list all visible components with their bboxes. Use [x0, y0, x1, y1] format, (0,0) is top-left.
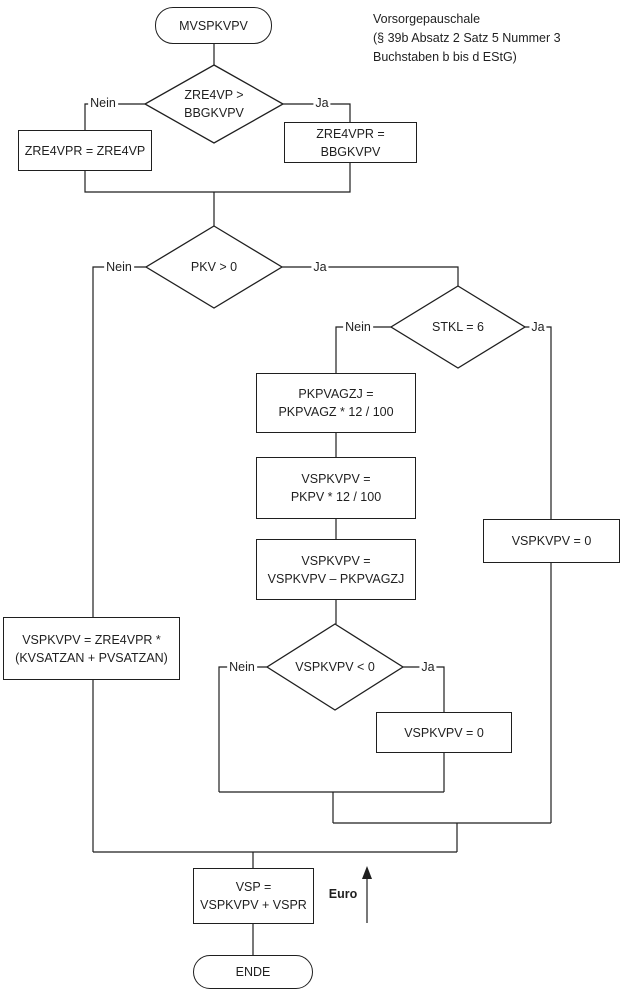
- decision-pkv-shape: [144, 225, 284, 309]
- process-left-calc-line1: VSPKVPV = ZRE4VPR *: [22, 632, 161, 647]
- branch-label-nein-d1: Nein: [88, 96, 118, 110]
- connector-merge-top: [84, 163, 351, 193]
- branch-label-ja-d2: Ja: [311, 260, 329, 274]
- process-vspkvpv-zero-stkl: VSPKVPV = 0: [483, 519, 620, 563]
- annotation-line-1: Vorsorgepauschale: [373, 12, 481, 26]
- process-vspkvpv-zero-neg-label: VSPKVPV = 0: [404, 725, 484, 740]
- process-vsp: VSP = VSPKVPV + VSPR: [193, 868, 314, 924]
- process-zre4vpr-zre4vp: ZRE4VPR = ZRE4VP: [18, 130, 152, 171]
- connector-d1-nein: [84, 103, 145, 130]
- decision-zre4vp-shape: [143, 64, 285, 144]
- branch-label-ja-d1: Ja: [313, 96, 331, 110]
- connector-d1-ja: [283, 103, 351, 122]
- end-terminal-label: ENDE: [235, 965, 271, 979]
- process-vsp-line2: VSPKVPV + VSPR: [200, 898, 307, 912]
- connector-d2-nein: [92, 266, 146, 617]
- decision-vspkvpv-lt0-label: VSPKVPV < 0: [295, 660, 375, 674]
- process-pkpvagzj-line2: PKPVAGZ * 12 / 100: [278, 405, 394, 419]
- process-vspkvpv-minus-line2: VSPKVPV – PKPVAGZJ: [267, 571, 405, 586]
- process-left-calc-line2: (KVSATZAN + PVSATZAN): [15, 650, 168, 665]
- process-pkpvagzj: PKPVAGZJ = PKPVAGZ * 12 / 100: [256, 373, 416, 433]
- connector-d2-ja: [282, 266, 459, 286]
- process-left-calc: VSPKVPV = ZRE4VPR * (KVSATZAN + PVSATZAN…: [3, 617, 180, 680]
- process-vsp-line1: VSP =: [235, 880, 272, 894]
- process-vspkvpv-zero-stkl-label: VSPKVPV = 0: [511, 534, 592, 548]
- decision-zre4vp-line2: BBGKVPV: [184, 106, 244, 120]
- legal-annotation: Vorsorgepauschale (§ 39b Absatz 2 Satz 5…: [373, 10, 617, 67]
- process-vspkvpv-pkpv-line1: VSPKVPV =: [301, 472, 371, 486]
- process-vspkvpv-pkpv-line2: PKPV * 12 / 100: [290, 490, 382, 504]
- start-terminal-label: MVSPKVPV: [179, 18, 248, 33]
- branch-label-ja-d4: Ja: [419, 660, 437, 674]
- process-zre4vpr-zre4vp-label: ZRE4VPR = ZRE4VP: [24, 143, 146, 158]
- branch-label-nein-d2: Nein: [104, 260, 134, 274]
- decision-stkl-shape: [389, 285, 527, 369]
- decision-zre4vp-line1: ZRE4VP >: [184, 88, 244, 102]
- annotation-line-2: (§ 39b Absatz 2 Satz 5 Nummer 3: [373, 31, 561, 45]
- decision-pkv-label: PKV > 0: [190, 260, 238, 274]
- euro-arrow-head: [362, 866, 372, 879]
- start-terminal: MVSPKVPV: [155, 7, 272, 44]
- process-vspkvpv-zero-neg: VSPKVPV = 0: [376, 712, 512, 753]
- process-zre4vpr-bbgkvpv: ZRE4VPR = BBGKVPV: [284, 122, 417, 163]
- annotation-line-3: Buchstaben b bis d EStG): [373, 50, 517, 64]
- process-pkpvagzj-line1: PKPVAGZJ =: [298, 387, 374, 401]
- process-vspkvpv-minus-pkpvagzj: VSPKVPV = VSPKVPV – PKPVAGZJ: [256, 539, 416, 600]
- process-zre4vpr-bbgkvpv-label: ZRE4VPR = BBGKVPV: [316, 126, 385, 159]
- connector-d4-ja: [403, 666, 445, 712]
- process-vspkvpv-pkpv: VSPKVPV = PKPV * 12 / 100: [256, 457, 416, 519]
- connector-d4-nein: [218, 666, 267, 792]
- decision-vspkvpv-lt0-shape: [265, 623, 405, 711]
- connector-d3-ja: [525, 326, 552, 519]
- end-terminal: ENDE: [193, 955, 313, 989]
- branch-label-ja-d3: Ja: [529, 320, 547, 334]
- branch-label-nein-d4: Nein: [227, 660, 257, 674]
- decision-zre4vp-label: ZRE4VP > BBGKVPV: [184, 86, 244, 122]
- decision-stkl-label: STKL = 6: [432, 320, 484, 334]
- euro-unit-label: Euro: [328, 887, 358, 901]
- branch-label-nein-d3: Nein: [343, 320, 373, 334]
- process-vspkvpv-minus-line1: VSPKVPV =: [301, 553, 371, 568]
